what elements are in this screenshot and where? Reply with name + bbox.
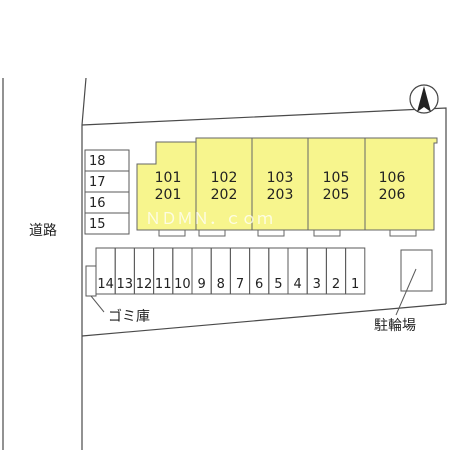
site-boundary-bottom-line	[81, 303, 447, 337]
parking-space-label: 14	[97, 277, 114, 292]
parking-space-label: 15	[89, 217, 106, 232]
watermark: ＮＤＭＮ．ｃｏｍ	[145, 209, 273, 228]
parking-space-label: 13	[117, 277, 134, 292]
road-right-edge-line	[81, 77, 87, 450]
unit-number-top: 106	[379, 170, 406, 186]
parking-space-label: 3	[313, 277, 321, 292]
site-boundary-top-right-line	[81, 107, 447, 304]
building-balcony	[389, 229, 417, 237]
unit-number-top: 105	[323, 170, 350, 186]
left-parking-area: 18 17 16 15	[84, 149, 130, 235]
parking-space-label: 18	[89, 154, 106, 169]
parking-space-label: 2	[332, 277, 340, 292]
building-balcony	[313, 229, 341, 237]
unit-number-bottom: 201	[155, 187, 182, 203]
parking-space-label: 16	[89, 196, 106, 211]
building-balcony	[158, 229, 186, 237]
parking-space	[84, 212, 130, 235]
unit-number-bottom: 206	[379, 187, 406, 203]
trash-leader-line	[90, 295, 105, 313]
trash-storage-box	[85, 265, 97, 297]
parking-space-label: 1	[351, 277, 359, 292]
unit-number-bottom: 202	[211, 187, 238, 203]
parking-space-label: 12	[136, 277, 153, 292]
building-balcony	[257, 229, 285, 237]
parking-space-label: 17	[89, 175, 106, 190]
unit-number-top: 103	[267, 170, 294, 186]
unit-number-bottom: 205	[323, 187, 350, 203]
parking-space-label: 9	[197, 277, 205, 292]
parking-space-label: 7	[236, 277, 244, 292]
parking-space-label: 11	[155, 277, 172, 292]
parking-space-label: 10	[174, 277, 191, 292]
apartment-building	[136, 137, 438, 237]
road-label: 道路	[29, 223, 57, 239]
bicycle-parking-box	[400, 249, 433, 292]
building-balcony	[198, 229, 226, 237]
parking-space-label: 8	[217, 277, 225, 292]
unit-number-bottom: 203	[267, 187, 294, 203]
parking-space-label: 5	[274, 277, 282, 292]
trash-label: ゴミ庫	[108, 308, 150, 325]
unit-number-top: 101	[155, 170, 182, 186]
bicycle-parking-area: 駐輪場	[374, 249, 433, 334]
unit-number-top: 102	[211, 170, 238, 186]
bicycle-parking-label: 駐輪場	[374, 317, 416, 334]
trash-storage-area: ゴミ庫	[85, 265, 150, 325]
parking-space-label: 6	[255, 277, 263, 292]
parking-space	[345, 247, 366, 295]
bicycle-parking-leader-line	[395, 268, 417, 316]
parking-space-label: 4	[293, 277, 301, 292]
north-arrow-icon	[409, 84, 439, 114]
